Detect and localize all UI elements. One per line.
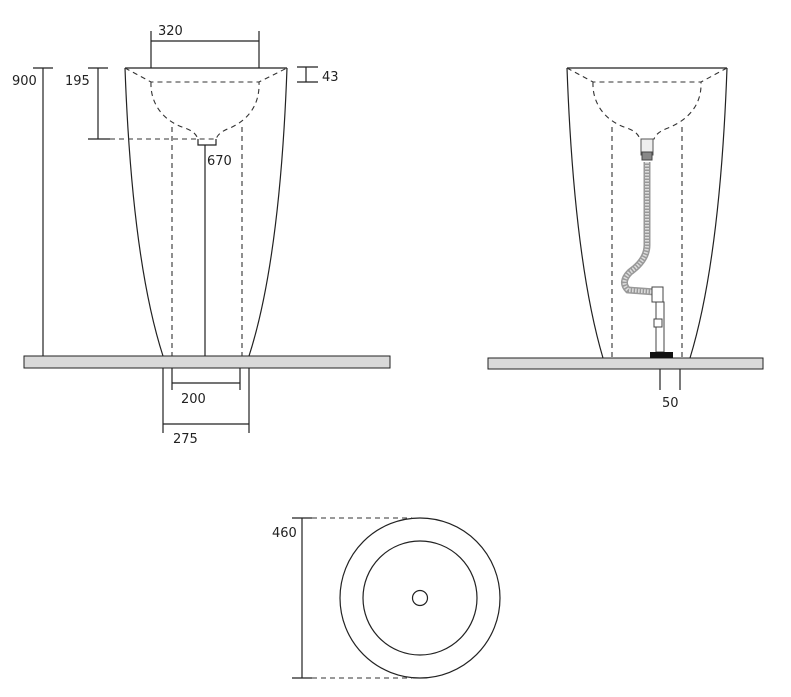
dim-460-line — [292, 517, 312, 679]
floor-slab-side — [487, 357, 764, 370]
dim-275-line — [162, 368, 250, 433]
dim-43-line — [297, 66, 318, 83]
plan-view: 460 — [272, 517, 501, 679]
dim-200-label: 200 — [181, 392, 206, 407]
side-elevation: 50 — [487, 67, 764, 411]
dim-50-line — [659, 369, 681, 390]
bowl-hidden — [150, 81, 260, 140]
dim-195-line — [88, 67, 110, 140]
dim-670-label: 670 — [207, 154, 232, 169]
dim-275-label: 275 — [173, 432, 198, 447]
bowl-circle — [362, 540, 478, 656]
body-outline-right-side — [689, 67, 728, 359]
dim-900-label: 900 — [12, 74, 37, 89]
body-outline-left — [124, 67, 164, 357]
siphon-trap — [621, 138, 673, 358]
dim-460-label: 460 — [272, 526, 297, 541]
dim-320-line — [150, 31, 260, 68]
body-outline-right — [248, 67, 288, 357]
drain-hole-circle — [411, 589, 429, 607]
pedestal-hidden — [171, 127, 243, 356]
dim-50-label: 50 — [662, 396, 679, 411]
bowl-hidden-side — [592, 81, 702, 140]
pedestal-hidden-side — [611, 127, 683, 358]
dim-460-extension — [312, 517, 412, 679]
dim-195-label: 195 — [65, 74, 90, 89]
floor-slab — [23, 355, 391, 369]
dim-43-label: 43 — [322, 70, 339, 85]
outer-rim-circle — [339, 517, 501, 679]
dim-320-label: 320 — [158, 24, 183, 39]
dim-200-line — [171, 368, 241, 390]
body-outline-left-side — [566, 67, 604, 359]
drain-outlet — [197, 139, 217, 146]
front-elevation: 670 900 195 320 43 200 275 — [12, 24, 391, 447]
bowl-rim-hidden-side — [566, 67, 728, 83]
bowl-rim-hidden — [124, 67, 288, 83]
dim-900-line — [33, 67, 53, 356]
